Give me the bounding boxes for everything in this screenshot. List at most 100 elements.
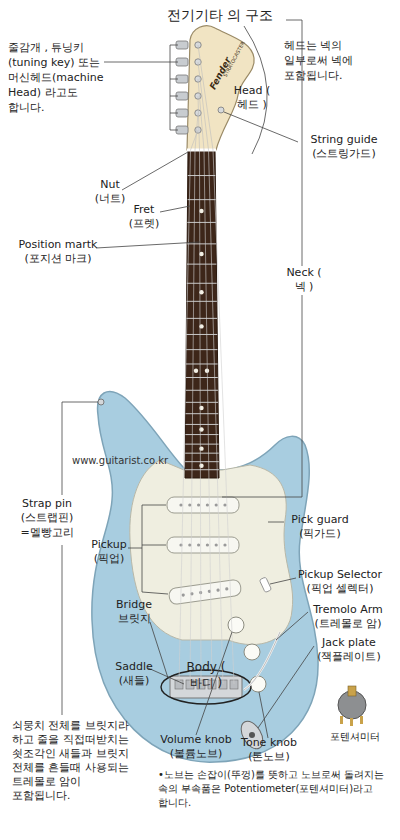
leader-line: [142, 505, 143, 592]
pole-piece: [206, 543, 209, 546]
leader-line: [62, 545, 63, 715]
pole-piece: [197, 503, 200, 506]
guitar-string: [200, 150, 202, 684]
potentiometer-lug: [350, 718, 353, 726]
position-mark: [199, 446, 203, 450]
potentiometer-shaft: [348, 686, 356, 696]
leader-line: [170, 79, 178, 80]
part-label: Volume knob (볼륨노브): [160, 733, 232, 762]
fret-wire: [185, 461, 219, 462]
part-label: Nut (너트): [92, 178, 128, 207]
watermark: www.guitarist.co.kr: [72, 454, 202, 467]
pole-piece: [223, 543, 226, 546]
position-mark: [199, 464, 203, 468]
potentiometer-lug: [340, 716, 343, 724]
guitar-string: [198, 45, 213, 150]
fret-wire: [186, 390, 218, 391]
nut: [187, 149, 216, 152]
fret-wire: [186, 363, 218, 364]
fingerboard: [185, 150, 219, 478]
control-knob: [244, 644, 260, 660]
part-label: 포텐셔미터: [320, 730, 390, 743]
fret-wire: [186, 334, 217, 335]
pole-piece: [188, 503, 191, 506]
guitar-string: [191, 130, 199, 150]
strap-pin: [98, 399, 104, 405]
pole-piece: [206, 503, 209, 506]
fret-wire: [188, 175, 216, 176]
leader-line: [170, 113, 178, 114]
part-label: String guide (스트링가드): [298, 133, 390, 162]
leader-line: [268, 522, 284, 523]
pickup-cover: [167, 497, 239, 513]
leader-line: [170, 45, 178, 46]
leader-line: [62, 402, 63, 495]
pole-piece: [215, 503, 218, 506]
fret-wire: [186, 413, 219, 414]
pole-piece: [225, 587, 229, 591]
leader-line: [258, 646, 314, 728]
leader-line: [62, 402, 98, 403]
part-label: Strap pin (스트랩핀) =멜빵고리: [16, 497, 78, 540]
part-label: Tone knob (톤노브): [238, 736, 300, 765]
pole-piece: [197, 543, 200, 546]
guitar-string: [179, 150, 191, 684]
leader-line: [160, 206, 190, 212]
fret-wire: [185, 444, 218, 445]
guitar-string: [209, 150, 224, 684]
fret-wire: [186, 377, 218, 378]
part-label: Jack plate (잭플레이트): [312, 636, 386, 665]
guitar-string: [195, 113, 198, 150]
leader-line: [170, 45, 171, 130]
leader-line: [170, 96, 178, 97]
pole-piece: [215, 543, 218, 546]
fret-wire: [187, 222, 216, 223]
part-label: Position martk (포지션 마크): [16, 238, 100, 267]
leader-line: [122, 152, 188, 190]
leader-line: [170, 130, 178, 131]
position-mark: [199, 427, 203, 431]
part-label: Bridge 브릿지: [110, 598, 158, 627]
leader-line: [286, 20, 302, 21]
part-label: Pick guard (픽가드): [284, 513, 356, 542]
leader-line: [104, 62, 170, 63]
position-mark: [194, 369, 198, 373]
control-knob: [228, 617, 244, 633]
part-label: Saddle (새들): [112, 660, 156, 689]
fret-wire: [186, 402, 218, 403]
pickup: [167, 497, 239, 513]
leader-line: [148, 668, 184, 684]
diagram-title: 전기기타 의 구조: [100, 6, 340, 24]
leader-line: [96, 242, 200, 248]
callout-note: 헤드는 넥의 일부로써 넥에 포함됩니다.: [284, 38, 364, 83]
fret-wire: [185, 469, 219, 470]
part-label: Fret (프렛): [126, 203, 162, 232]
guitar-string: [213, 150, 234, 684]
leader-line: [170, 62, 178, 63]
leader-line: [128, 548, 142, 549]
fret-wire: [185, 424, 218, 425]
leader-line: [270, 578, 296, 584]
leader-line: [302, 20, 303, 497]
leader-line: [222, 497, 302, 498]
fret-wire: [185, 453, 218, 454]
pole-piece: [188, 543, 191, 546]
pole-piece: [179, 503, 182, 506]
fret-wire: [186, 318, 217, 319]
string-guide: [218, 107, 224, 113]
control-knob: [250, 676, 266, 692]
guitar-string: [190, 150, 195, 684]
fret-wire: [185, 434, 218, 435]
pickup-selector: [259, 577, 271, 593]
pole-piece: [181, 593, 185, 597]
part-label: Neck ( 넥 ): [286, 266, 322, 295]
part-label: Tremolo Arm (트레몰로 암): [306, 603, 390, 632]
leader-line: [276, 612, 308, 640]
callout-note: 줄감개 , 튜닝키(tuning key) 또는 머신헤드(machine He…: [8, 40, 104, 115]
potentiometer-lug: [360, 716, 363, 724]
leader-line: [142, 545, 166, 546]
callout-note: •노브는 손잡이(뚜껑)를 뜻하고 노브로써 돌려지는 속의 부속품은 Pote…: [158, 768, 394, 810]
part-label: Pickup (픽업): [86, 538, 132, 567]
